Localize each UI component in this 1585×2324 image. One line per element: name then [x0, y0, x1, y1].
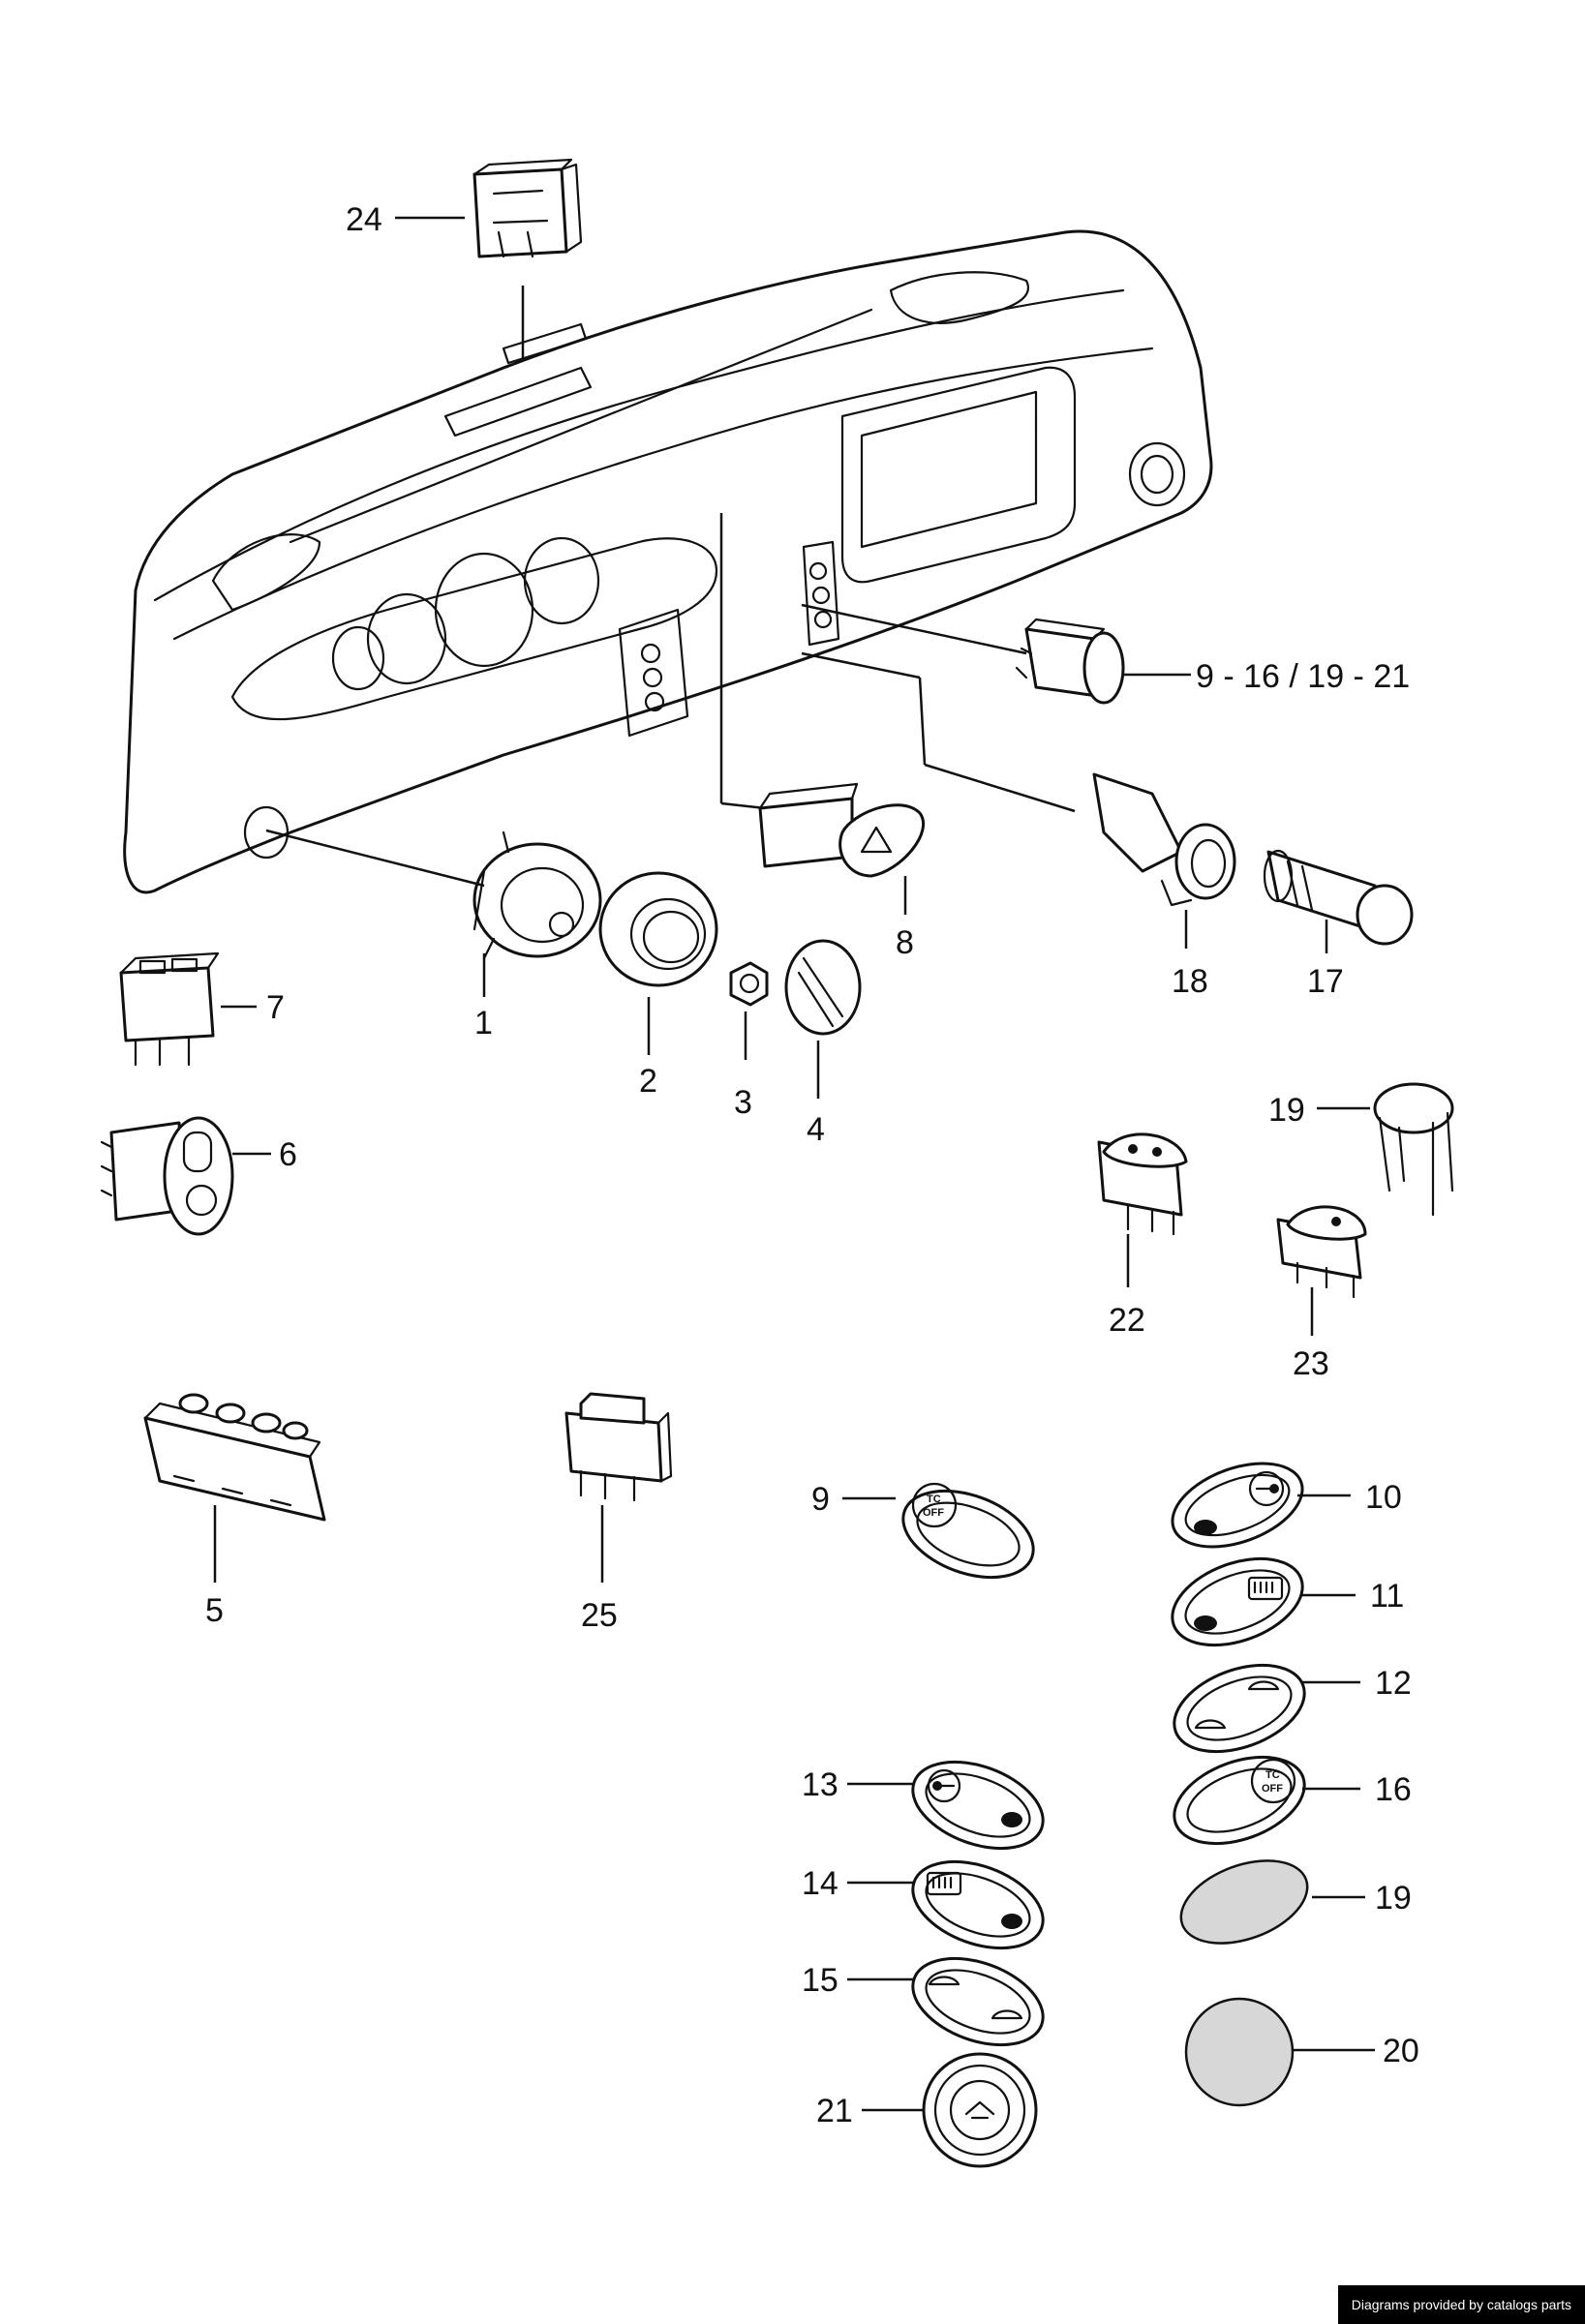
- callout-19-top: 19: [1268, 1092, 1305, 1129]
- part-1-switch: [265, 829, 602, 997]
- part-19-cover: [1317, 1082, 1454, 1217]
- bezel-12: [1173, 1663, 1360, 1754]
- callout-21: 21: [816, 2093, 853, 2129]
- part-4-knob: [784, 939, 862, 1099]
- callout-22: 22: [1109, 1302, 1145, 1339]
- bezel-14: [847, 1859, 1045, 1950]
- off-label-16: OFF: [1262, 1783, 1283, 1795]
- bezel-9: TC OFF: [842, 1482, 1035, 1580]
- tc-label-16: TC: [1265, 1769, 1280, 1781]
- callout-17: 17: [1307, 963, 1344, 1000]
- tc-label-9: TC: [927, 1494, 941, 1505]
- bezel-15: [847, 1956, 1045, 2047]
- part-5-switch-block: [143, 1393, 326, 1583]
- callout-11: 11: [1370, 1578, 1404, 1615]
- blank-cap-19: [1179, 1859, 1365, 1945]
- credit-banner: Diagrams provided by catalogs parts: [1337, 2285, 1585, 2324]
- part-7-relay: [119, 951, 257, 1067]
- part-25-relay: [564, 1392, 673, 1583]
- callout-5: 5: [205, 1592, 224, 1629]
- callout-19: 19: [1375, 1880, 1412, 1917]
- callout-4: 4: [807, 1111, 825, 1148]
- part-17-lighter: [1263, 849, 1414, 953]
- part-23-switch: [1276, 1205, 1367, 1336]
- callout-1: 1: [474, 1005, 493, 1041]
- round-switch-21: [862, 2052, 1038, 2168]
- callout-20: 20: [1383, 2033, 1419, 2069]
- callout-23: 23: [1293, 1345, 1329, 1382]
- part-24-relay: [472, 158, 583, 358]
- callout-14: 14: [802, 1865, 838, 1902]
- bezel-11: [1171, 1556, 1356, 1647]
- callout-18: 18: [1172, 963, 1208, 1000]
- off-label-9: OFF: [923, 1507, 944, 1519]
- callout-6: 6: [279, 1136, 297, 1173]
- callout-9-16-19-21: 9 - 16 / 19 - 21: [1196, 658, 1410, 695]
- callout-9: 9: [811, 1481, 830, 1518]
- part-18-socket: [801, 651, 1236, 949]
- callout-2: 2: [639, 1063, 657, 1100]
- callout-10: 10: [1365, 1479, 1402, 1516]
- part-22-switch: [1097, 1132, 1188, 1287]
- bezel-10: [1171, 1462, 1351, 1549]
- part-3-nut: [729, 961, 769, 1060]
- round-cap-20: [1184, 1997, 1375, 2107]
- callout-16: 16: [1375, 1771, 1412, 1808]
- dashboard-panel: [123, 229, 1213, 894]
- callout-13: 13: [802, 1766, 838, 1803]
- part-2-ring: [598, 871, 718, 1055]
- bezel-16: TC OFF: [1173, 1755, 1360, 1846]
- part-8-hazard-switch: [719, 513, 926, 915]
- callout-3: 3: [734, 1084, 752, 1121]
- callout-25: 25: [581, 1597, 618, 1634]
- part-9-16-switch-assembly: [801, 603, 1191, 705]
- callout-8: 8: [896, 924, 914, 961]
- bezel-13: [847, 1760, 1045, 1851]
- part-6-switch: [100, 1116, 271, 1236]
- callout-15: 15: [802, 1962, 838, 1999]
- callout-12: 12: [1375, 1665, 1412, 1702]
- callout-7: 7: [266, 989, 285, 1026]
- callout-24: 24: [346, 201, 382, 238]
